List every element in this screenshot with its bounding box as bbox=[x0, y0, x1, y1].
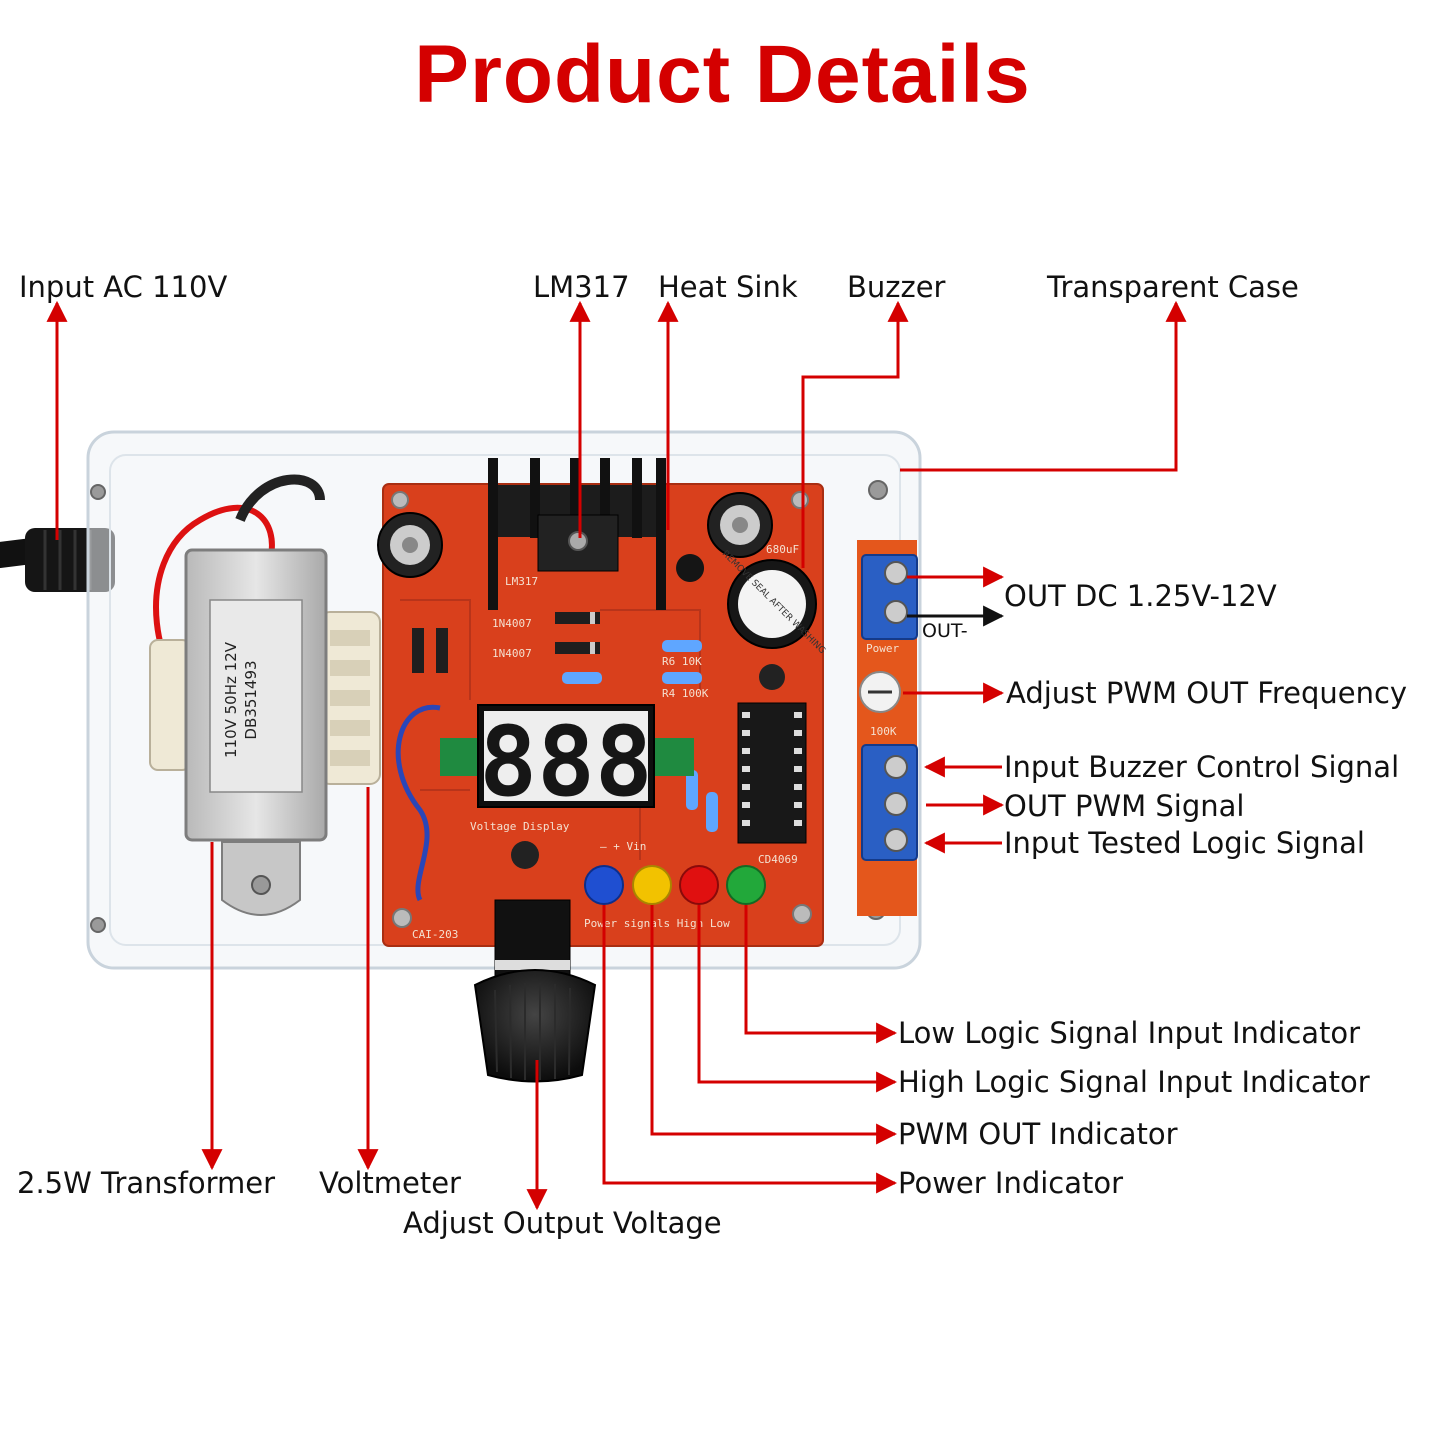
label-lm317: LM317 bbox=[533, 270, 630, 304]
resistors: R6 10K R4 100K bbox=[562, 640, 718, 832]
label-input-buzzer-control: Input Buzzer Control Signal bbox=[1004, 750, 1399, 784]
output-terminal-block: OUT+ OUT- Power bbox=[861, 554, 980, 655]
low-led bbox=[726, 865, 766, 905]
power-led bbox=[584, 865, 624, 905]
callout-labels: Input AC 110V LM317 Heat Sink Buzzer Tra… bbox=[17, 270, 1407, 1240]
label-input-ac: Input AC 110V bbox=[19, 270, 227, 304]
led-labels-text: Power signals High Low bbox=[584, 917, 730, 930]
label-high-logic-indicator: High Logic Signal Input Indicator bbox=[898, 1065, 1370, 1099]
signal-terminal-block bbox=[861, 744, 918, 861]
pwm-frequency-pot: 100K bbox=[859, 671, 901, 738]
label-heat-sink: Heat Sink bbox=[658, 270, 798, 304]
transformer: DB351493 110V 50Hz 12V bbox=[149, 548, 381, 916]
d1-text: 1N4007 bbox=[492, 617, 532, 630]
pot-100k-text: 100K bbox=[870, 725, 897, 738]
leader-lines bbox=[46, 300, 1187, 1211]
capacitor-c1 bbox=[377, 512, 443, 578]
display-digits: 888 bbox=[479, 706, 652, 818]
c1-text: 680uF bbox=[766, 543, 799, 556]
r6-text: R6 10K bbox=[662, 655, 702, 668]
voltage-display-text: Voltage Display bbox=[470, 820, 570, 833]
diodes: 1N4007 1N4007 bbox=[412, 612, 600, 673]
transformer-spec-text: 110V 50Hz 12V bbox=[222, 641, 240, 758]
board-id-text: CAI-203 bbox=[412, 928, 458, 941]
label-adjust-output-voltage: Adjust Output Voltage bbox=[403, 1206, 722, 1240]
r4-text: R4 100K bbox=[662, 687, 709, 700]
capacitor-large: 680uF bbox=[707, 492, 799, 558]
indicator-leds: Power signals High Low CAI-203 bbox=[412, 865, 766, 941]
pwm-led bbox=[632, 865, 672, 905]
voltage-display: 888 Voltage Display — + Vin bbox=[440, 704, 694, 853]
voltage-knob bbox=[473, 899, 597, 1083]
label-transformer: 2.5W Transformer bbox=[17, 1166, 275, 1200]
label-transparent-case: Transparent Case bbox=[1046, 270, 1299, 304]
u1-text: LM317 bbox=[505, 575, 538, 588]
vin-text: — + Vin bbox=[600, 840, 646, 853]
lm317-regulator: LM317 bbox=[505, 514, 619, 588]
d2-text: 1N4007 bbox=[492, 647, 532, 660]
device-illustration: DB351493 110V 50Hz 12V LM317 bbox=[0, 430, 980, 1083]
label-out-pwm-signal: OUT PWM Signal bbox=[1004, 789, 1244, 823]
u2-text: CD4069 bbox=[758, 853, 798, 866]
label-voltmeter: Voltmeter bbox=[319, 1166, 461, 1200]
out-plus-label: OUT+ bbox=[924, 556, 980, 578]
transformer-model-text: DB351493 bbox=[242, 660, 260, 739]
label-low-logic-indicator: Low Logic Signal Input Indicator bbox=[898, 1016, 1360, 1050]
power-text: Power bbox=[866, 642, 899, 655]
label-out-dc: OUT DC 1.25V-12V bbox=[1004, 579, 1277, 613]
buzzer-component: REMOVE SEAL AFTER WASHING bbox=[720, 549, 827, 656]
out-minus-label: OUT- bbox=[922, 620, 968, 642]
label-adjust-pwm-frequency: Adjust PWM OUT Frequency bbox=[1006, 676, 1407, 710]
label-power-indicator: Power Indicator bbox=[898, 1166, 1123, 1200]
label-buzzer: Buzzer bbox=[847, 270, 946, 304]
high-led bbox=[679, 865, 719, 905]
cd4069-ic: CD4069 bbox=[737, 702, 807, 866]
label-input-tested-logic: Input Tested Logic Signal bbox=[1004, 826, 1365, 860]
page-title: Product Details bbox=[414, 29, 1031, 120]
label-pwm-out-indicator: PWM OUT Indicator bbox=[898, 1117, 1178, 1151]
